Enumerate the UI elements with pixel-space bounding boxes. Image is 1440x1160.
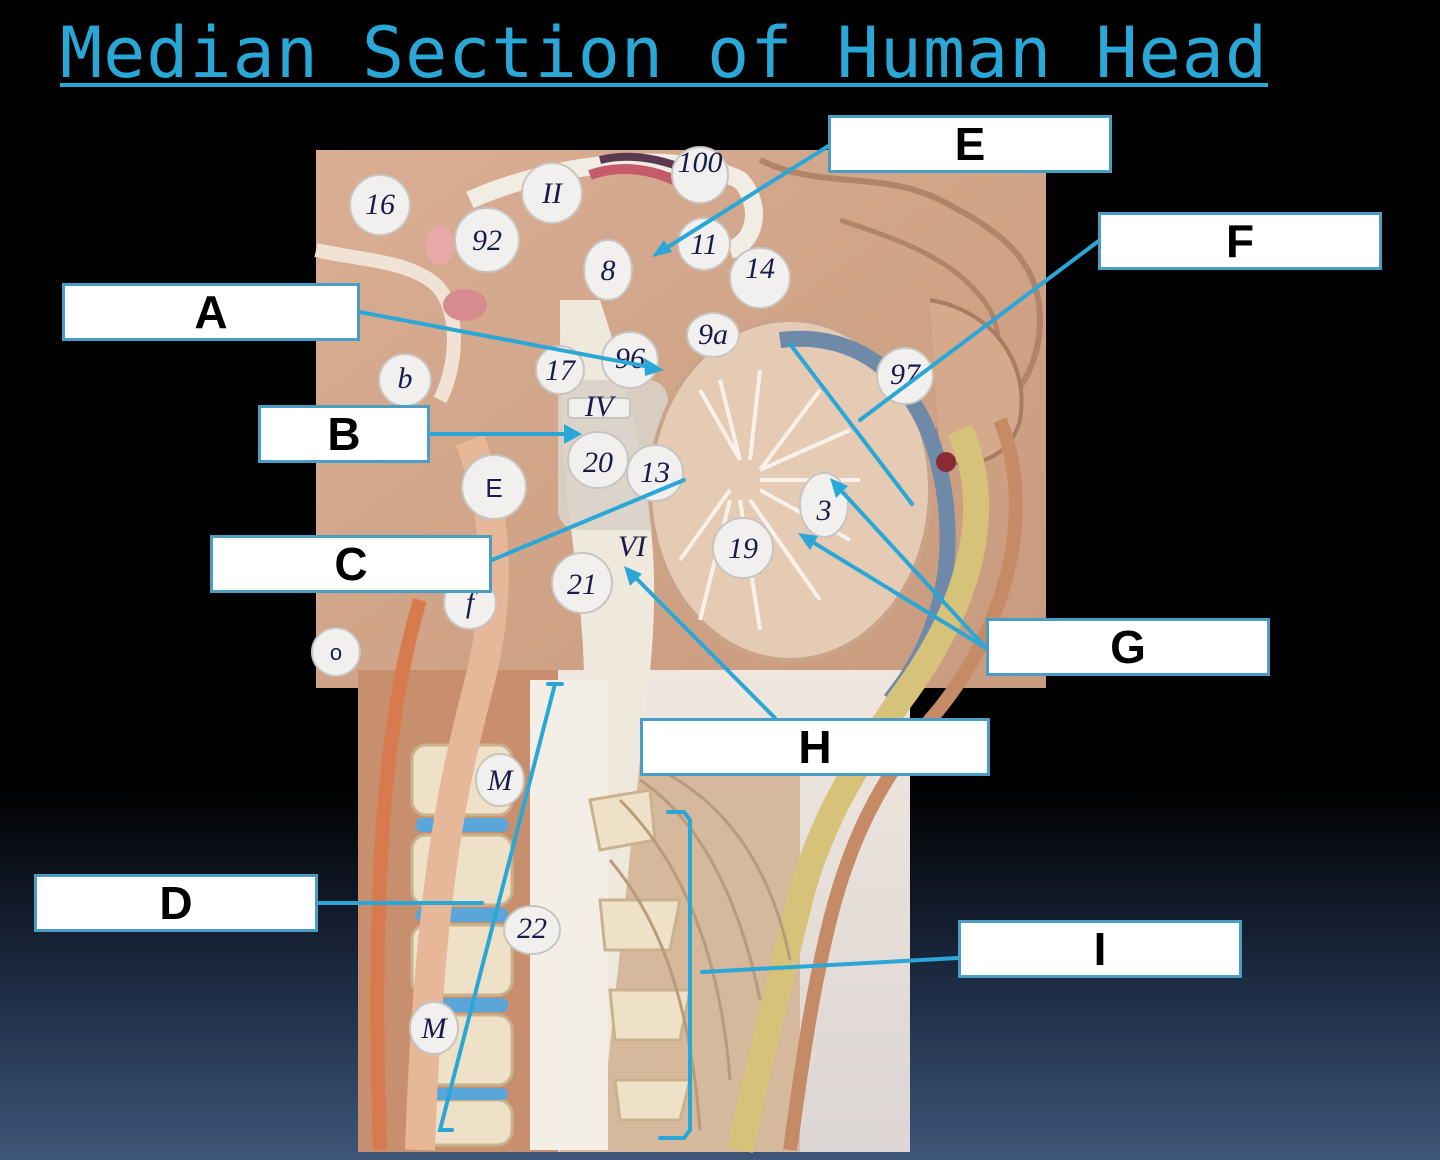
svg-text:3: 3 — [816, 494, 832, 527]
svg-text:M: M — [487, 764, 515, 797]
leader-line-i — [700, 956, 960, 974]
svg-text:92: 92 — [472, 224, 502, 257]
bracket-f — [788, 342, 914, 506]
sinus-vessel — [936, 452, 956, 472]
label-box-h[interactable]: H — [640, 718, 990, 776]
ligament-striations — [608, 768, 792, 1131]
leader-lines — [316, 143, 1102, 1140]
svg-text:19: 19 — [728, 532, 758, 565]
leader-line-e — [658, 143, 832, 254]
leader-arrow-a — [644, 358, 664, 376]
label-box-c[interactable]: C — [210, 535, 492, 593]
leader-line-a — [358, 310, 657, 370]
label-box-d[interactable]: D — [34, 874, 318, 932]
svg-text:16: 16 — [365, 188, 395, 221]
pituitary-area — [443, 289, 487, 321]
label-box-a[interactable]: A — [62, 283, 360, 341]
svg-text:20: 20 — [583, 446, 613, 479]
leader-arrow-g1 — [830, 478, 848, 498]
leader-line-f — [858, 238, 1102, 422]
svg-text:8: 8 — [601, 254, 616, 287]
svg-text:17: 17 — [545, 354, 577, 387]
optic-area — [426, 225, 454, 265]
svg-text:100: 100 — [678, 146, 723, 179]
leader-line-g2 — [804, 536, 988, 650]
svg-text:11: 11 — [690, 228, 718, 261]
svg-text:II: II — [541, 177, 564, 210]
bracket-d — [437, 682, 564, 1132]
svg-text:o: o — [330, 640, 342, 665]
leader-arrow-b — [564, 424, 582, 444]
leader-arrow-h — [624, 566, 642, 586]
leader-line-c — [490, 478, 686, 562]
specimen-tag-texts: 16 92 II 100 8 11 14 17 96 9a b IV 20 13… — [330, 146, 922, 1045]
svg-text:IV: IV — [584, 390, 617, 423]
leader-arrow-g2 — [798, 533, 818, 550]
svg-text:9a: 9a — [698, 318, 728, 351]
palate — [314, 243, 461, 404]
page-title: Median Section of Human Head — [60, 12, 1269, 94]
svg-text:13: 13 — [640, 456, 670, 489]
svg-text:22: 22 — [517, 912, 547, 945]
label-box-e[interactable]: E — [828, 115, 1112, 173]
svg-text:14: 14 — [745, 252, 775, 285]
svg-text:M: M — [421, 1012, 449, 1045]
skull-outer — [783, 417, 1023, 1151]
spinous-processes — [588, 788, 692, 1122]
label-box-b[interactable]: B — [258, 405, 430, 463]
bracket-i — [658, 810, 692, 1140]
leader-line-g1 — [833, 482, 988, 650]
anterior-band — [370, 597, 427, 1151]
skull-bone — [727, 424, 990, 1153]
pharynx — [405, 434, 509, 1151]
label-box-f[interactable]: F — [1098, 212, 1382, 270]
svg-text:96: 96 — [615, 342, 645, 375]
svg-text:E: E — [485, 473, 502, 503]
svg-text:21: 21 — [567, 568, 597, 601]
leader-line-h — [628, 570, 777, 720]
label-box-i[interactable]: I — [958, 920, 1242, 978]
svg-text:b: b — [398, 362, 413, 395]
label-box-g[interactable]: G — [986, 618, 1270, 676]
leader-arrow-e — [652, 240, 672, 257]
svg-text:VI: VI — [618, 530, 648, 563]
